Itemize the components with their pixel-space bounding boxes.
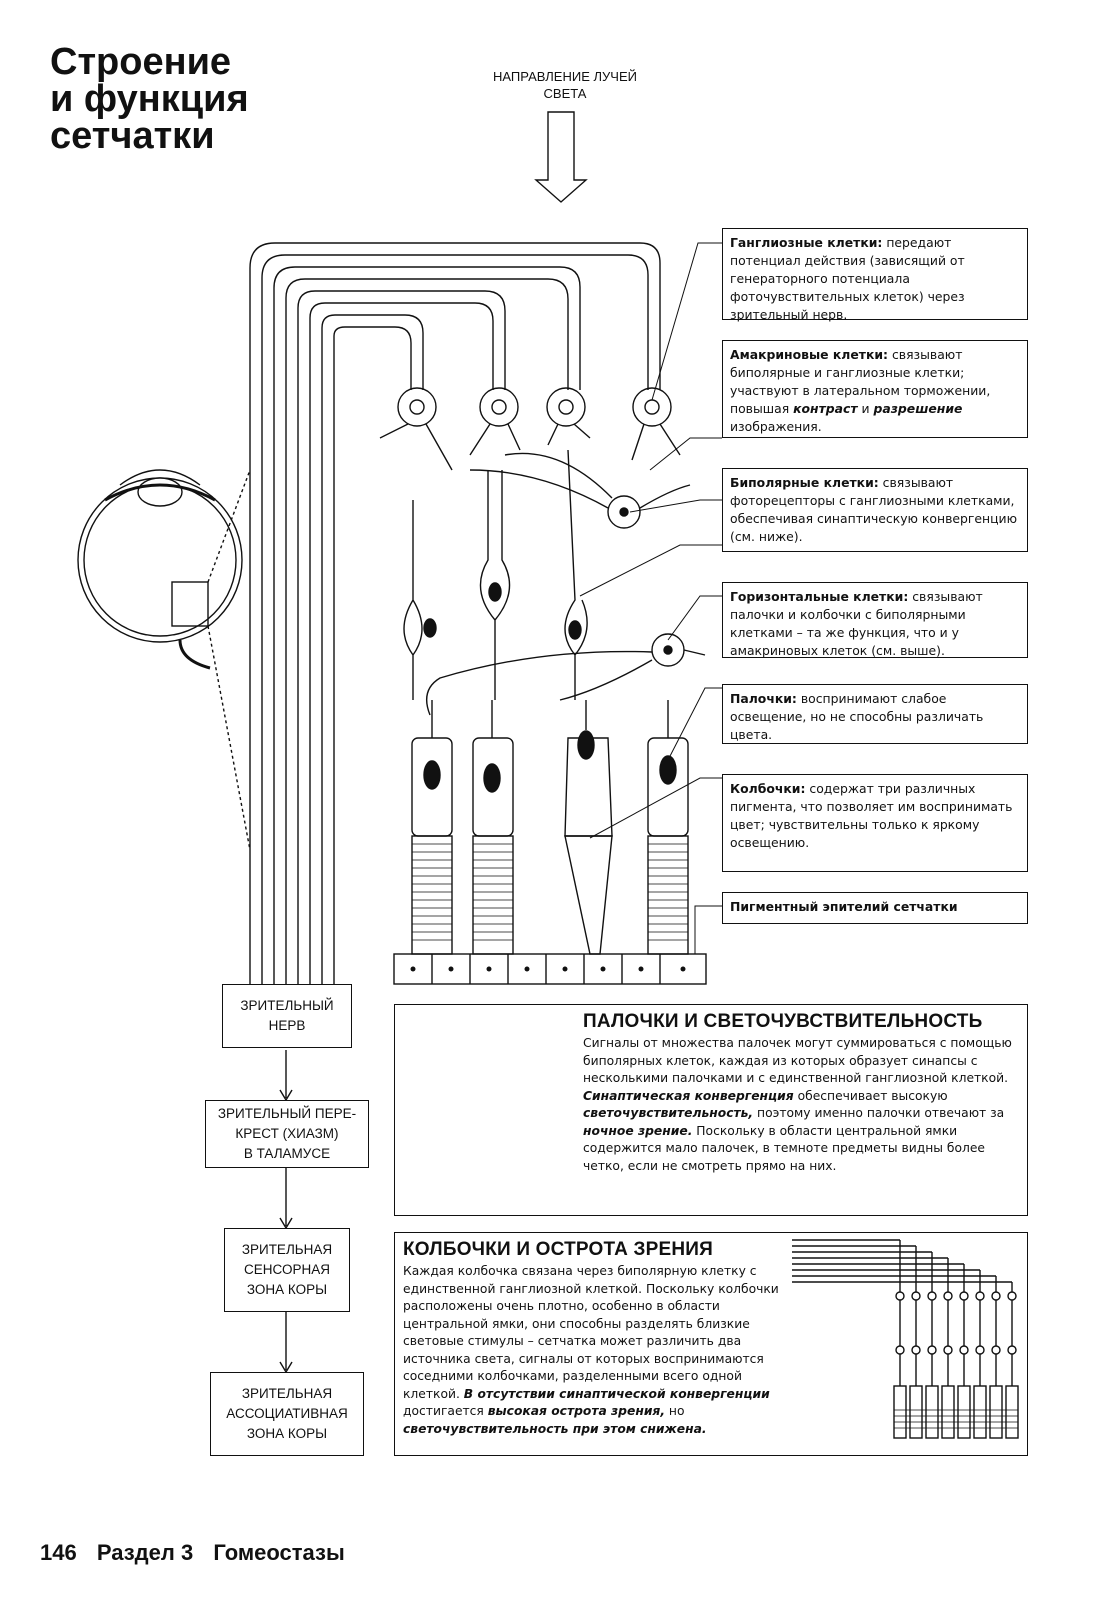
flow-optic-nerve: ЗРИТЕЛЬНЫЙ НЕРВ bbox=[222, 984, 352, 1048]
label-amacrine-cells: Амакриновые клетки: связывают биполярные… bbox=[722, 340, 1028, 438]
label-rods: Палочки: воспринимают слабое освещение, … bbox=[722, 684, 1028, 744]
ganglion-cells bbox=[379, 387, 681, 471]
flow-sensory-cortex: ЗРИТЕЛЬНАЯ СЕНСОРНАЯ ЗОНА КОРЫ bbox=[224, 1228, 350, 1312]
label-pigment-epithelium: Пигментный эпителий сетчатки bbox=[722, 892, 1028, 924]
page-number: 146 bbox=[40, 1540, 77, 1565]
cones-acuity-diagram bbox=[792, 1239, 1019, 1439]
pigment-epithelium bbox=[393, 953, 707, 985]
label-horizontal-cells: Горизонтальные клетки: связывают палочки… bbox=[722, 582, 1028, 658]
page-footer: 146 Раздел 3 Гомеостазы bbox=[40, 1540, 359, 1566]
chapter-name: Гомеостазы bbox=[213, 1540, 345, 1565]
rods-sensitivity-panel: ПАЛОЧКИ И СВЕТОЧУВСТВИТЕЛЬНОСТЬ Сигналы … bbox=[394, 1004, 1028, 1216]
horizontal-cell bbox=[426, 633, 706, 716]
flow-connectors bbox=[279, 1050, 293, 1374]
bipolar-cells bbox=[403, 449, 588, 700]
cones-panel-title: КОЛБОЧКИ И ОСТРОТА ЗРЕНИЯ bbox=[403, 1239, 714, 1260]
label-ganglion-cells: Ганглиозные клетки: передают потенциал д… bbox=[722, 228, 1028, 322]
label-cones: Колбочки: содержат три различных пигмент… bbox=[722, 774, 1028, 872]
flow-association-cortex: ЗРИТЕЛЬНАЯ АССОЦИАТИВНАЯ ЗОНА КОРЫ bbox=[210, 1372, 364, 1456]
optic-nerve-fibers bbox=[249, 242, 661, 985]
rods-panel-title: ПАЛОЧКИ И СВЕТОЧУВСТВИТЕЛЬНОСТЬ bbox=[583, 1011, 983, 1032]
cones-panel-body: Каждая колбочка связана через биполярную… bbox=[403, 1264, 779, 1436]
label-leaders bbox=[579, 242, 722, 954]
down-arrow-icon bbox=[534, 111, 588, 203]
section-name: Раздел 3 bbox=[96, 1540, 194, 1565]
page-title: Строение и функция сетчатки bbox=[50, 41, 249, 157]
amacrine-cell bbox=[469, 452, 691, 529]
photoreceptors bbox=[411, 700, 689, 955]
light-direction-caption: НАПРАВЛЕНИЕ ЛУЧЕЙ СВЕТА bbox=[493, 69, 637, 101]
eye-cross-section-icon bbox=[77, 469, 251, 851]
flow-chiasm: ЗРИТЕЛЬНЫЙ ПЕРЕ- КРЕСТ (ХИАЗМ) В ТАЛАМУС… bbox=[205, 1100, 369, 1168]
rods-panel-body: Сигналы от множества палочек могут сумми… bbox=[583, 1036, 1012, 1173]
label-bipolar-cells: Биполярные клетки: связывают фоторецепто… bbox=[722, 468, 1028, 552]
cones-acuity-panel: КОЛБОЧКИ И ОСТРОТА ЗРЕНИЯ Каждая колбочк… bbox=[394, 1232, 1028, 1456]
